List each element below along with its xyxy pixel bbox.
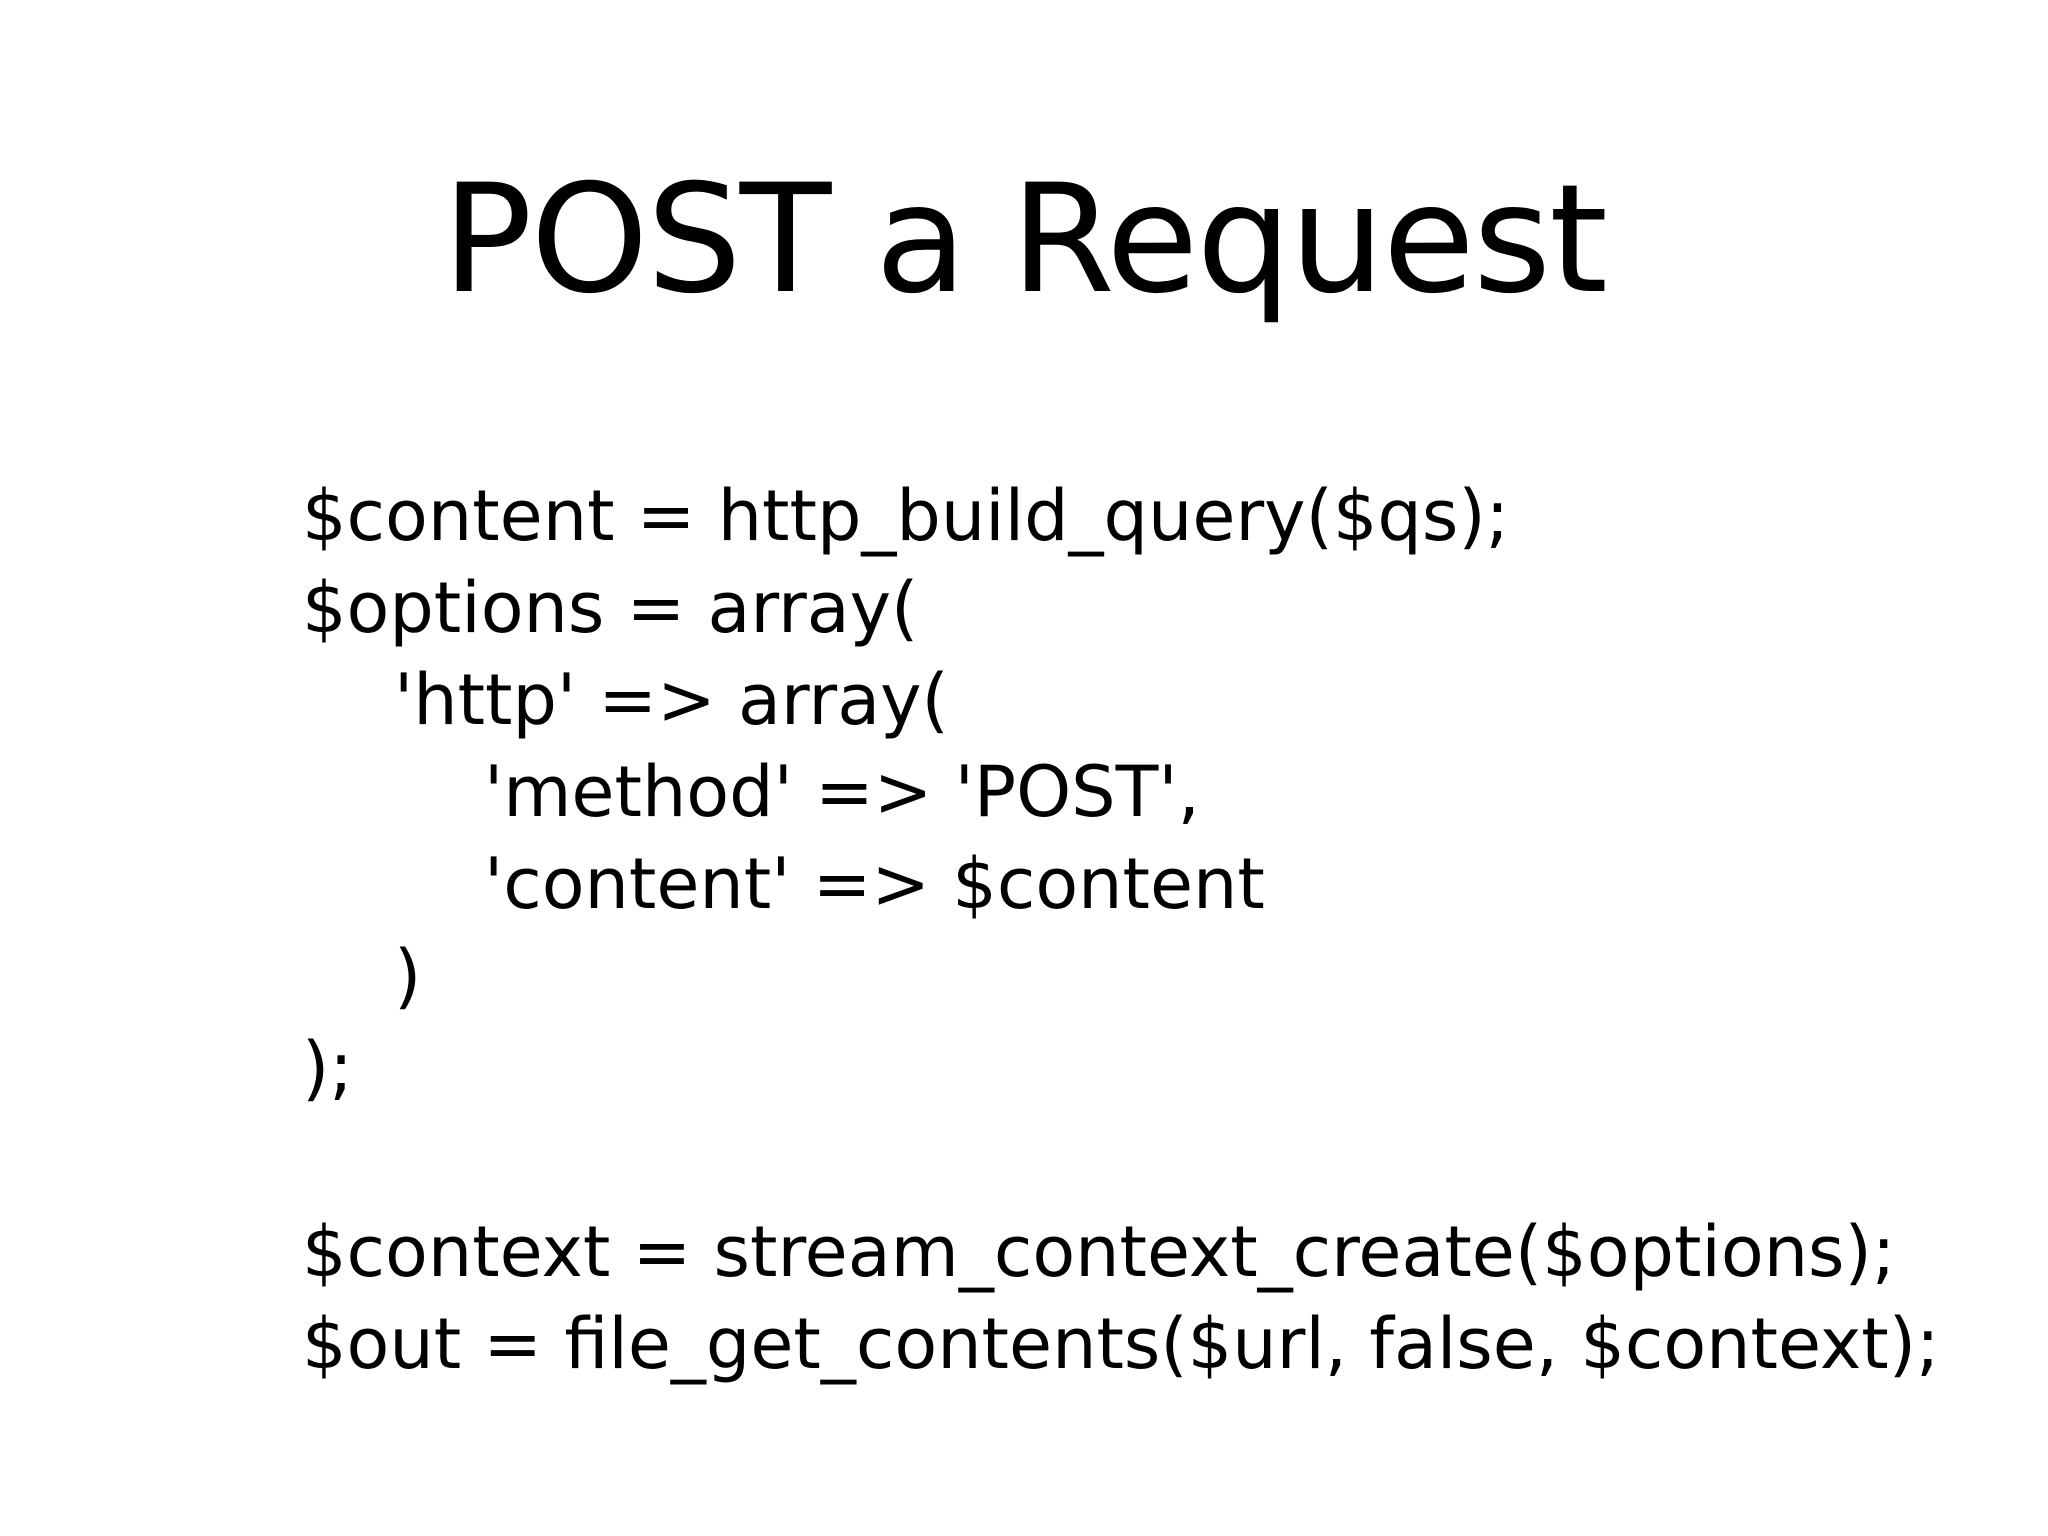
code-line: ); <box>302 1027 353 1109</box>
code-snippet: $content = http_build_query($qs); $optio… <box>302 470 1940 1390</box>
code-line: $out = file_get_contents($url, false, $c… <box>302 1303 1940 1385</box>
code-blank-line <box>302 1114 1940 1206</box>
code-line: 'http' => array( <box>394 659 949 741</box>
code-line: $options = array( <box>302 567 919 649</box>
code-line: 'content' => $content <box>484 843 1265 925</box>
code-line: $context = stream_context_create($option… <box>302 1211 1896 1293</box>
slide-title: POST a Request <box>442 153 1608 327</box>
code-line: $content = http_build_query($qs); <box>302 475 1510 557</box>
code-line: ) <box>394 935 422 1017</box>
code-line: 'method' => 'POST', <box>484 751 1200 833</box>
